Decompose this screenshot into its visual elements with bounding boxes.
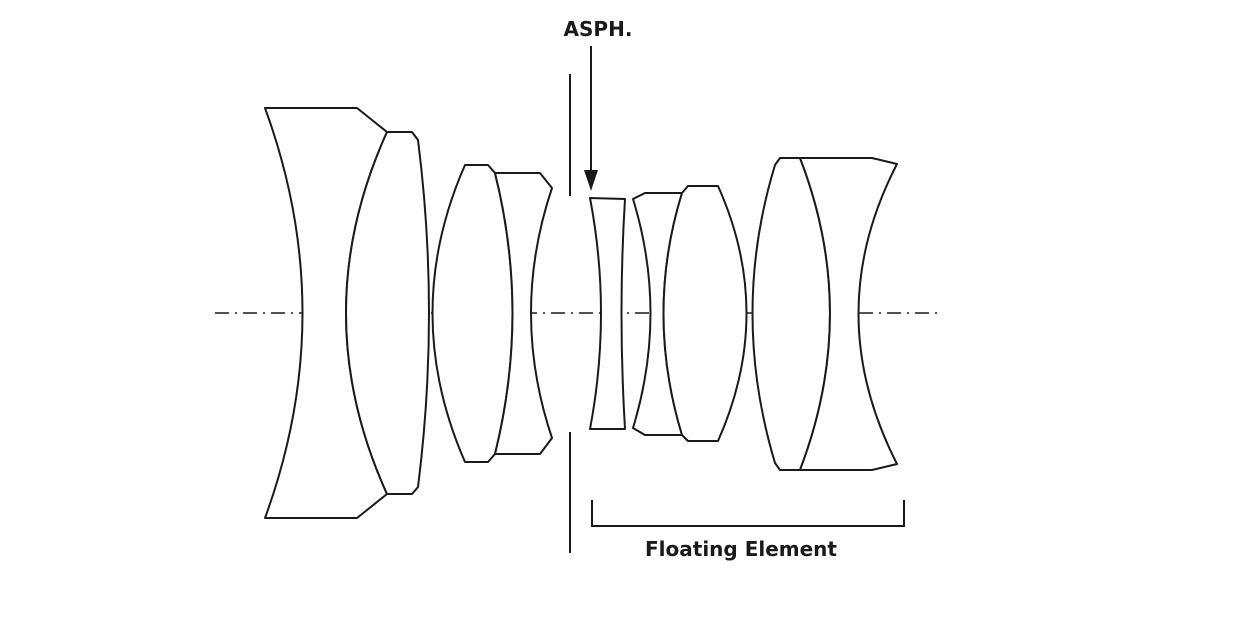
lens-element-4 (494, 172, 553, 455)
lens-element-7 (662, 185, 748, 442)
asph-label: ASPH. (564, 17, 633, 41)
lens-element-3 (431, 164, 514, 463)
lens-element-2 (345, 131, 430, 495)
floating-element-label: Floating Element (645, 537, 837, 561)
floating-element-bracket (591, 500, 905, 527)
aspherical-lens-element (589, 197, 626, 430)
arrow-down-icon (584, 170, 598, 191)
lens-element-9 (799, 157, 898, 471)
